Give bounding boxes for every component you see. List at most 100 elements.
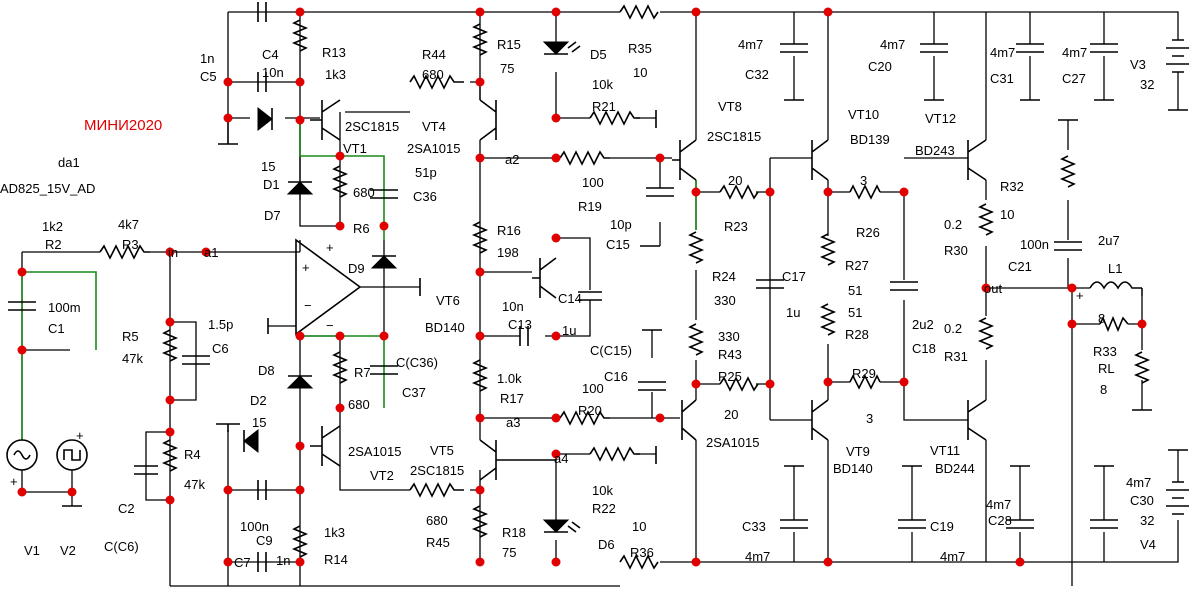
component-label: 4m7	[940, 549, 965, 564]
component-label: C13	[508, 317, 532, 332]
schematic-title: МИНИ2020	[84, 117, 162, 134]
component-label: C6	[212, 341, 229, 356]
component-label: 20	[724, 407, 738, 422]
component-label: R2	[45, 237, 62, 252]
component-label: 100	[582, 381, 604, 396]
component-label: da1	[58, 155, 80, 170]
component-label: 198	[497, 245, 519, 260]
component-label: 1k2	[42, 219, 63, 234]
component-label: C28	[988, 513, 1012, 528]
component-label: R14	[324, 552, 348, 567]
component-label: VT12	[925, 111, 956, 126]
component-label: a1	[204, 245, 218, 260]
transistors	[310, 99, 987, 481]
component-label: 4m7	[745, 549, 770, 564]
component-label: out	[984, 281, 1002, 296]
component-label: 2SC1815	[410, 463, 464, 478]
component-label: 1.5p	[208, 317, 233, 332]
component-label: 2SA1015	[348, 444, 402, 459]
component-label: R13	[322, 45, 346, 60]
component-label: 2SA1015	[407, 141, 461, 156]
component-label: D1	[263, 177, 280, 192]
component-label: 3	[866, 411, 873, 426]
component-label: 10k	[592, 483, 613, 498]
component-label: R29	[852, 366, 876, 381]
component-label: D7	[264, 208, 281, 223]
component-label: VT2	[370, 468, 394, 483]
component-label: 8	[1098, 311, 1105, 326]
component-label: 2SA1015	[706, 435, 760, 450]
component-label: C30	[1130, 493, 1154, 508]
component-label: C2	[118, 501, 135, 516]
component-label: C32	[745, 67, 769, 82]
component-label: L1	[1108, 261, 1122, 276]
component-label: R28	[845, 327, 869, 342]
component-label: RL	[1098, 361, 1115, 376]
component-label: 4m7	[880, 37, 905, 52]
component-label: VT10	[848, 107, 879, 122]
component-label: 75	[502, 545, 516, 560]
component-label: a4	[554, 451, 568, 466]
component-label: C4	[262, 47, 279, 62]
capacitors	[8, 2, 1118, 572]
ground-symbols	[62, 39, 1189, 515]
component-label: R27	[845, 258, 869, 273]
resistors	[99, 4, 1151, 570]
component-label: R5	[122, 329, 139, 344]
component-label: R24	[712, 269, 736, 284]
component-label: 1k3	[325, 67, 346, 82]
component-label: V2	[60, 543, 76, 558]
component-label: R20	[578, 403, 602, 418]
component-label: VT5	[430, 443, 454, 458]
component-label: C(C36)	[396, 355, 438, 370]
component-label: C(C6)	[104, 539, 139, 554]
component-label: C36	[413, 189, 437, 204]
component-label: 4m7	[986, 497, 1011, 512]
component-label: 100m	[48, 300, 81, 315]
component-label: 47k	[184, 477, 205, 492]
component-label: VT6	[436, 293, 460, 308]
component-label: VT8	[718, 99, 742, 114]
component-label: 680	[348, 397, 370, 412]
component-label: C7	[234, 555, 251, 570]
component-label: R31	[944, 349, 968, 364]
component-label: R3	[122, 237, 139, 252]
component-label: 3	[860, 173, 867, 188]
component-label: 100n	[240, 519, 269, 534]
component-label: 15	[252, 415, 266, 430]
component-label: 15	[261, 159, 275, 174]
component-label: V1	[24, 543, 40, 558]
component-label: 32	[1140, 77, 1154, 92]
svg-text:+: +	[302, 260, 310, 275]
component-label: R43	[718, 347, 742, 362]
component-label: D6	[598, 537, 615, 552]
component-label: C17	[782, 269, 806, 284]
component-label: 32	[1140, 513, 1154, 528]
component-label: 100	[582, 175, 604, 190]
component-label: R35	[628, 41, 652, 56]
component-label: VT9	[846, 444, 870, 459]
component-label: 10	[632, 519, 646, 534]
component-label: R18	[502, 525, 526, 540]
component-label: R21	[592, 99, 616, 114]
component-label: AD825_15V_AD	[0, 181, 95, 196]
component-label: D9	[348, 261, 365, 276]
component-label: 75	[500, 61, 514, 76]
component-label: R23	[724, 219, 748, 234]
component-label: R7	[354, 365, 371, 380]
component-label: R22	[592, 501, 616, 516]
component-label: R33	[1093, 344, 1117, 359]
component-label: 680	[422, 67, 444, 82]
component-label: C37	[402, 385, 426, 400]
component-label: C9	[256, 533, 273, 548]
component-label: VT4	[422, 119, 446, 134]
component-label: 20	[728, 173, 742, 188]
opamp-da1: + − + −	[268, 238, 362, 336]
component-label: 2SC1815	[345, 119, 399, 134]
component-label: a2	[505, 152, 519, 167]
component-label: 10	[633, 65, 647, 80]
component-label: 1u	[786, 305, 800, 320]
component-label: 10	[1000, 207, 1014, 222]
component-label: BD140	[425, 320, 465, 335]
